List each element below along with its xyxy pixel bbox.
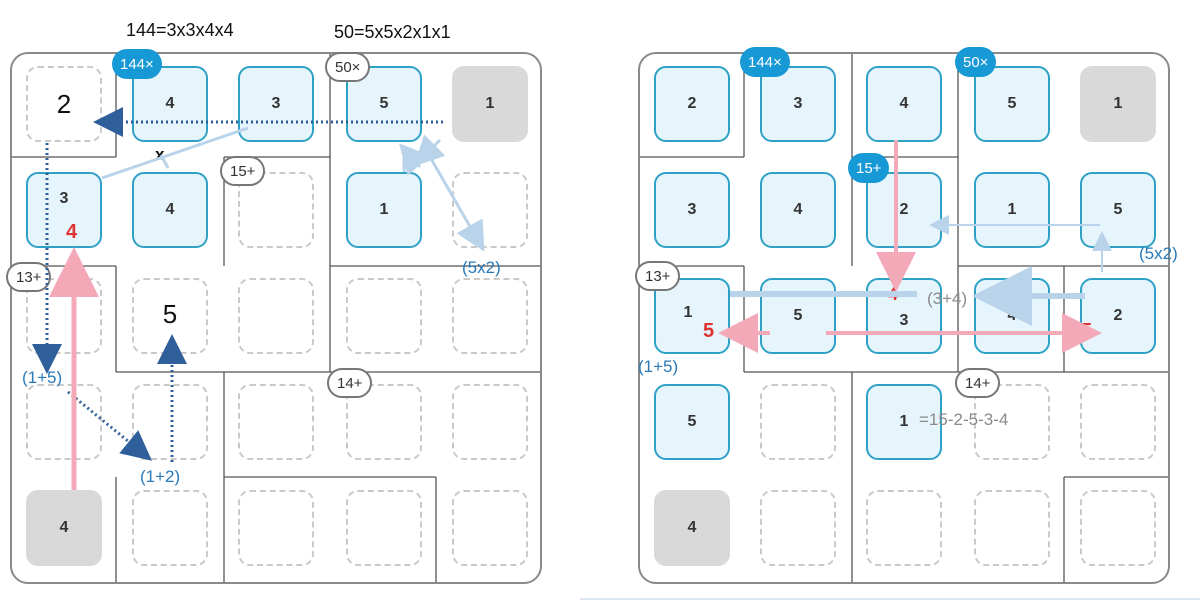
cell-value: 1 bbox=[1007, 201, 1017, 218]
cell-value: 4 bbox=[793, 201, 803, 218]
cell-value: 2 bbox=[56, 88, 72, 119]
left-cell-r1c5: 1 bbox=[452, 66, 528, 142]
right-cage-label-50: 50× bbox=[955, 47, 997, 77]
left-cell-r5c1: 4 bbox=[26, 490, 102, 566]
right-cell-r1c3[interactable]: 4 bbox=[866, 66, 942, 142]
left-cage-label-15: 15+ bbox=[220, 156, 266, 186]
right-cage-label-14: 14+ bbox=[955, 368, 1001, 398]
right-cell-r2c3[interactable]: 2 bbox=[866, 172, 942, 248]
cell-value: 2 bbox=[687, 95, 697, 112]
left-caption-50: 50=5x5x2x1x1 bbox=[334, 22, 451, 42]
right-cell-r3c2[interactable]: 5 bbox=[760, 278, 836, 354]
left-cage-label-14: 14+ bbox=[327, 368, 373, 398]
right-cell-r4c1[interactable]: 5 bbox=[654, 384, 730, 460]
cell-value: 5 bbox=[687, 413, 697, 430]
cell-value: 5 bbox=[1113, 201, 1123, 218]
right-cell-r4c2[interactable] bbox=[760, 384, 836, 460]
right-note-1plus5: (1+5) bbox=[638, 357, 679, 376]
left-cell-r2c2[interactable]: 4 bbox=[132, 172, 208, 248]
left-note-5x2: (5x2) bbox=[462, 258, 501, 277]
right-note-5x2: (5x2) bbox=[1139, 244, 1178, 263]
right-puzzle-board: 2 3 4 5 1 3 4 2 1 5 1 5 3 4 2 5 1 4 bbox=[638, 52, 1170, 584]
right-cell-r1c1[interactable]: 2 bbox=[654, 66, 730, 142]
left-cell-r4c5[interactable] bbox=[452, 384, 528, 460]
cell-value: 3 bbox=[899, 312, 909, 329]
cell-value: 1 bbox=[899, 413, 909, 430]
right-cell-r5c3[interactable] bbox=[866, 490, 942, 566]
left-cell-r5c3[interactable] bbox=[238, 490, 314, 566]
cell-value: 5 bbox=[1007, 95, 1017, 112]
left-cell-r5c4[interactable] bbox=[346, 490, 422, 566]
left-cell-r2c4[interactable]: 1 bbox=[346, 172, 422, 248]
right-cage-label-13: 13+ bbox=[635, 261, 681, 291]
right-cell-r5c5[interactable] bbox=[1080, 490, 1156, 566]
left-cell-r3c4[interactable] bbox=[346, 278, 422, 354]
cell-value: 3 bbox=[271, 95, 281, 112]
right-cell-r1c5: 1 bbox=[1080, 66, 1156, 142]
right-cell-r5c2[interactable] bbox=[760, 490, 836, 566]
cell-value: 4 bbox=[899, 95, 909, 112]
cell-value: 3 bbox=[687, 201, 697, 218]
right-struck-digit-r3c3: 4 bbox=[888, 284, 899, 304]
right-cell-r3c4[interactable]: 4 bbox=[974, 278, 1050, 354]
cell-value: 5 bbox=[162, 298, 178, 329]
cell-value: 2 bbox=[1113, 307, 1123, 324]
left-caption-144: 144=3x3x4x4 bbox=[126, 20, 234, 40]
left-cell-r1c3[interactable]: 3 bbox=[238, 66, 314, 142]
right-note-15-minus: =15-2-5-3-4 bbox=[919, 410, 1009, 429]
right-cell-r1c4[interactable]: 5 bbox=[974, 66, 1050, 142]
cell-value: 4 bbox=[165, 95, 175, 112]
left-x-mark: x bbox=[155, 145, 165, 164]
right-struck-digit-r3c4-right: 5 bbox=[1081, 320, 1093, 342]
right-cell-r2c5[interactable]: 5 bbox=[1080, 172, 1156, 248]
right-cell-r5c1: 4 bbox=[654, 490, 730, 566]
left-cell-r3c5[interactable] bbox=[452, 278, 528, 354]
cell-value: 3 bbox=[59, 190, 69, 207]
left-note-1plus5: (1+5) bbox=[22, 368, 63, 387]
right-cell-r4c5[interactable] bbox=[1080, 384, 1156, 460]
left-cage-label-50: 50× bbox=[325, 52, 371, 82]
right-cell-r4c3[interactable]: 1 bbox=[866, 384, 942, 460]
cell-value: 4 bbox=[687, 519, 697, 536]
left-cell-r1c1[interactable]: 2 bbox=[26, 66, 102, 142]
cell-value: 1 bbox=[379, 201, 389, 218]
cell-value: 5 bbox=[793, 307, 803, 324]
cell-value: 4 bbox=[59, 519, 69, 536]
left-cage-label-144: 144× bbox=[112, 49, 162, 79]
left-puzzle-board: 2 4 3 5 1 3 4 1 5 4 bbox=[10, 52, 542, 584]
right-cell-r2c2[interactable]: 4 bbox=[760, 172, 836, 248]
left-cage-label-13: 13+ bbox=[6, 262, 52, 292]
cell-value: 4 bbox=[1007, 307, 1017, 324]
right-cell-r2c4[interactable]: 1 bbox=[974, 172, 1050, 248]
right-note-3plus4: (3+4) bbox=[927, 289, 968, 308]
right-cell-r2c1[interactable]: 3 bbox=[654, 172, 730, 248]
left-cell-r3c3[interactable] bbox=[238, 278, 314, 354]
cell-value: 2 bbox=[899, 201, 909, 218]
left-note-1plus2: (1+2) bbox=[140, 467, 181, 486]
cell-value: 3 bbox=[793, 95, 803, 112]
left-cell-r4c2[interactable] bbox=[132, 384, 208, 460]
left-cell-r3c2[interactable]: 5 bbox=[132, 278, 208, 354]
left-cell-r5c2[interactable] bbox=[132, 490, 208, 566]
cell-value: 4 bbox=[165, 201, 175, 218]
left-cell-r4c3[interactable] bbox=[238, 384, 314, 460]
cell-value: 1 bbox=[683, 304, 693, 321]
left-cell-r1c4[interactable]: 5 bbox=[346, 66, 422, 142]
left-cell-r2c1[interactable]: 3 bbox=[26, 172, 102, 248]
left-cell-r4c1[interactable] bbox=[26, 384, 102, 460]
cell-value: 1 bbox=[1113, 95, 1123, 112]
right-struck-digit-r3c1: 5 bbox=[703, 320, 715, 342]
left-cell-r2c5[interactable] bbox=[452, 172, 528, 248]
right-cell-r1c2[interactable]: 3 bbox=[760, 66, 836, 142]
right-cage-label-144: 144× bbox=[740, 47, 790, 77]
bottom-divider bbox=[580, 598, 1200, 600]
right-cage-label-15: 15+ bbox=[848, 153, 890, 183]
cell-value: 5 bbox=[379, 95, 389, 112]
left-cell-r5c5[interactable] bbox=[452, 490, 528, 566]
left-struck-digit: 4 bbox=[66, 221, 78, 243]
right-cell-r5c4[interactable] bbox=[974, 490, 1050, 566]
cell-value: 1 bbox=[485, 95, 495, 112]
